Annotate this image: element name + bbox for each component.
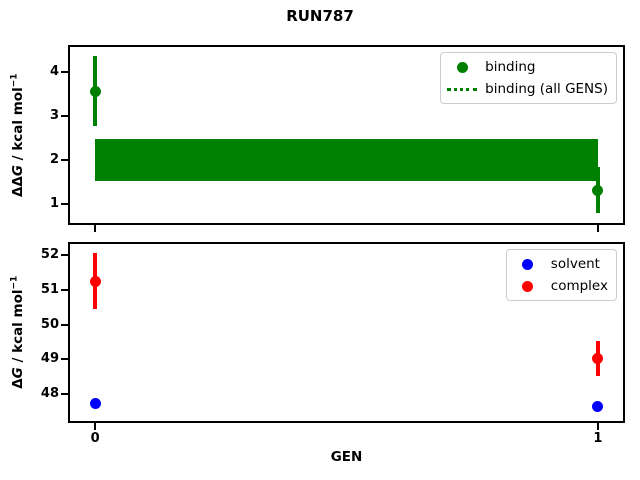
y-axis-label-bottom: ΔG / kcal mol−1 [8,244,28,421]
y-tick-mark [61,202,68,205]
data-point-binding [592,184,604,196]
y-tick-label: 48 [40,385,59,401]
legend-dotted-line-icon [445,87,479,91]
x-tick-mark [596,423,599,430]
y-tick-label: 1 [49,195,59,211]
legend-item: complex [511,276,608,296]
y-tick-mark [61,288,68,291]
data-point-solvent [89,398,101,410]
legend-item: binding [445,57,608,77]
legend-label: complex [550,278,608,294]
y-tick-mark [61,392,68,395]
y-tick-label: 50 [40,316,59,332]
y-axis-label-top: ΔΔG / kcal mol−1 [8,47,28,223]
x-tick-mark [94,423,97,430]
y-axis-label-text: ΔΔG / kcal mol−1 [9,73,27,197]
y-tick-mark [61,358,68,361]
legend-marker [522,258,534,270]
y-tick-mark [61,254,68,257]
y-axis-label-text: ΔG / kcal mol−1 [9,275,27,390]
top-axes-binding: ΔΔG / kcal mol−1 binding binding (all GEN… [10,45,625,232]
legend-dot-icon [511,280,545,292]
legend-marker [447,87,478,91]
data-point-solvent [592,400,604,412]
legend-label: binding [485,59,536,75]
confidence-band-binding-all-GENS- [95,138,598,181]
data-point-complex [592,353,604,365]
legend-marker [456,61,468,73]
y-tick-mark [61,323,68,326]
x-axis-label: GEN [330,449,363,465]
legend-binding: binding binding (all GENS) [440,52,617,104]
y-tick-label: 52 [40,247,59,263]
legend-item: binding (all GENS) [445,79,608,99]
y-tick-label: 2 [49,151,59,167]
legend-dot-icon [511,258,545,270]
y-tick-label: 49 [40,351,59,367]
legend-dg: solvent complex [505,249,617,301]
figure-title: RUN787 [286,7,354,25]
y-tick-label: 3 [49,107,59,123]
legend-label: solvent [550,256,600,272]
data-point-binding [89,85,101,97]
y-tick-mark [61,158,68,161]
x-tick-mark [596,225,599,232]
x-tick-label: 0 [90,431,100,446]
legend-item: solvent [511,254,608,274]
x-tick-mark [94,225,97,232]
legend-marker [522,280,534,292]
y-tick-label: 4 [49,63,59,79]
legend-dot-icon [445,61,479,73]
x-tick-label: 1 [593,431,603,446]
legend-label: binding (all GENS) [485,81,608,97]
data-point-complex [89,275,101,287]
y-tick-mark [61,114,68,117]
y-tick-mark [61,70,68,73]
bottom-axes-dg: ΔG / kcal mol−1 GEN solvent complex 48 49 5… [10,242,625,465]
y-tick-label: 51 [40,281,59,297]
